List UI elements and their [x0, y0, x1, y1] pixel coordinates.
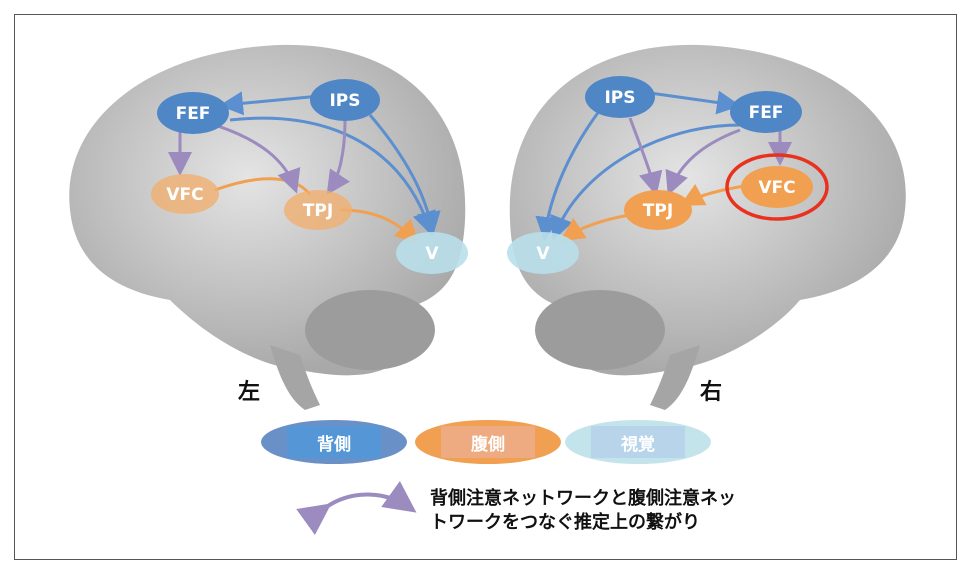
- link-legend-arrow: [296, 480, 417, 536]
- right-node-v: V: [507, 232, 579, 274]
- figure-frame: [14, 14, 957, 560]
- left-label: 左: [238, 380, 261, 405]
- legend-ventral-label: 腹側: [441, 426, 535, 458]
- svg-text:TPJ: TPJ: [303, 201, 333, 221]
- legend-ventral: 腹側: [415, 420, 561, 464]
- left-node-fef: FEF: [157, 92, 229, 134]
- svg-text:TPJ: TPJ: [643, 201, 673, 221]
- legend-visual-label: 視覚: [591, 426, 685, 458]
- svg-text:VFC: VFC: [166, 185, 203, 205]
- caption-line-1: 背側注意ネットワークと腹側注意ネッ: [430, 488, 736, 509]
- svg-text:FEF: FEF: [176, 104, 211, 124]
- svg-text:V: V: [536, 244, 550, 264]
- left-node-v: V: [396, 232, 468, 274]
- svg-text:IPS: IPS: [329, 91, 360, 111]
- legend-visual: 視覚: [565, 420, 711, 464]
- svg-text:VFC: VFC: [758, 178, 795, 198]
- left-node-vfc: VFC: [151, 174, 219, 214]
- left-node-tpj: TPJ: [284, 190, 352, 230]
- right-node-vfc: VFC: [725, 153, 829, 221]
- right-connections: [535, 90, 792, 242]
- caption-line-2: トワークをつなぐ推定上の繋がり: [430, 512, 700, 533]
- connection-caption: 背側注意ネットワークと腹側注意ネットワークをつなぐ推定上の繋がり: [430, 487, 736, 535]
- svg-text:V: V: [425, 244, 439, 264]
- right-label: 右: [700, 380, 723, 405]
- svg-text:IPS: IPS: [604, 88, 635, 108]
- right-node-fef: FEF: [730, 91, 802, 133]
- legend-dorsal: 背側: [261, 420, 407, 464]
- left-node-ips: IPS: [310, 79, 380, 121]
- svg-text:FEF: FEF: [749, 103, 784, 123]
- right-node-ips: IPS: [585, 76, 655, 118]
- legend-dorsal-label: 背側: [287, 426, 381, 458]
- highlight-circle: [725, 153, 829, 221]
- right-brain: [509, 44, 906, 410]
- left-connections: [168, 91, 441, 245]
- right-node-tpj: TPJ: [624, 190, 692, 230]
